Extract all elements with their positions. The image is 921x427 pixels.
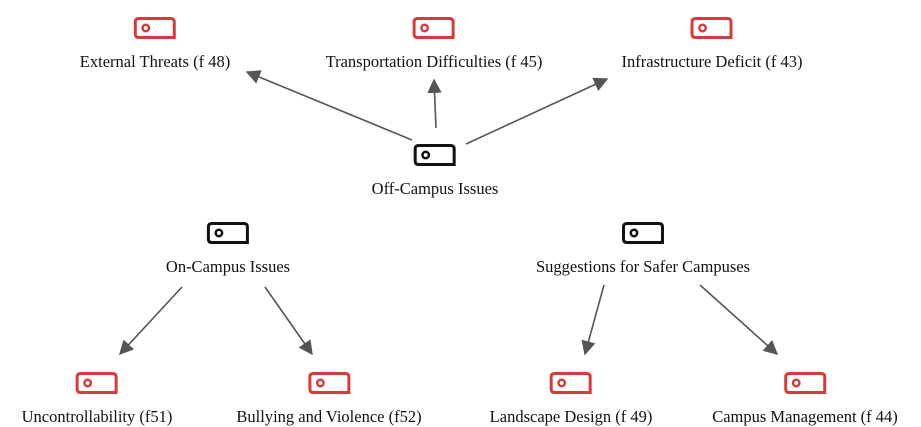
- edge-off-campus-to-infrastructure: [465, 77, 609, 145]
- node-transportation-difficulties[interactable]: Transportation Difficulties (f 45): [325, 16, 543, 72]
- node-label: Off-Campus Issues: [371, 179, 499, 198]
- node-label: On-Campus Issues: [165, 257, 291, 276]
- tag-icon: [308, 372, 350, 394]
- node-label: Suggestions for Safer Campuses: [535, 257, 751, 276]
- node-off-campus-issues[interactable]: Off-Campus Issues: [371, 143, 499, 199]
- edge-layer: [119, 70, 779, 356]
- edge-suggestions-to-management: [699, 284, 779, 355]
- tag-icon: [690, 17, 733, 39]
- node-uncontrollability[interactable]: Uncontrollability (f51): [21, 371, 173, 427]
- tag-icon: [134, 17, 176, 39]
- node-label: Campus Management (f 44): [712, 407, 898, 426]
- node-landscape-design[interactable]: Landscape Design (f 49): [489, 371, 653, 427]
- tag-icon: [783, 372, 826, 394]
- edge-suggestions-to-landscape: [581, 284, 605, 356]
- tag-icon: [550, 372, 592, 394]
- node-label: Landscape Design (f 49): [489, 407, 653, 426]
- node-label: Uncontrollability (f51): [21, 407, 173, 426]
- node-label: Transportation Difficulties (f 45): [325, 52, 543, 71]
- tag-icon: [206, 222, 249, 244]
- edge-off-campus-to-transportation: [427, 78, 442, 129]
- node-label: Infrastructure Deficit (f 43): [621, 52, 803, 71]
- edge-off-campus-to-external-threats: [245, 70, 413, 141]
- node-suggestions-safer-campuses[interactable]: Suggestions for Safer Campuses: [536, 221, 750, 277]
- node-label: External Threats (f 48): [79, 52, 231, 71]
- node-label: Bullying and Violence (f52): [236, 407, 422, 426]
- node-on-campus-issues[interactable]: On-Campus Issues: [166, 221, 290, 277]
- tag-icon: [622, 222, 664, 244]
- node-infrastructure-deficit[interactable]: Infrastructure Deficit (f 43): [621, 16, 803, 72]
- node-bullying-violence[interactable]: Bullying and Violence (f52): [236, 371, 422, 427]
- node-external-threats[interactable]: External Threats (f 48): [80, 16, 230, 72]
- edge-on-campus-to-uncontrollability: [119, 286, 183, 356]
- edge-on-campus-to-bullying: [264, 286, 313, 356]
- tag-icon: [414, 144, 456, 166]
- node-campus-management[interactable]: Campus Management (f 44): [712, 371, 898, 427]
- tag-icon: [75, 372, 118, 394]
- tag-icon: [412, 17, 455, 39]
